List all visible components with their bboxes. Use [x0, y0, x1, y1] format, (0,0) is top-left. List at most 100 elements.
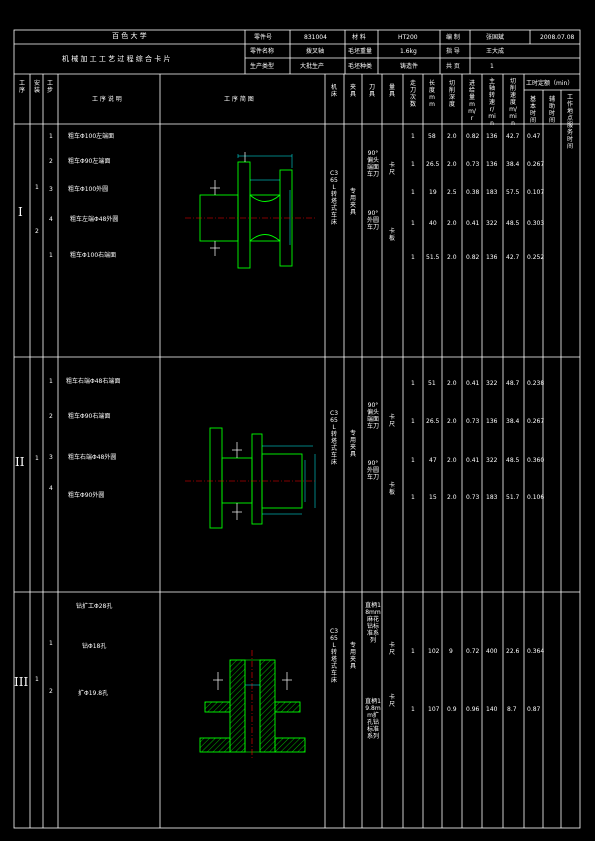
feed: 0.38 [466, 189, 480, 196]
drawn-label: 编 制 [446, 34, 460, 41]
col-other-time: 工作地点服务时间 [566, 94, 573, 150]
col-machine: 机床 [330, 84, 337, 98]
length: 26.5 [426, 161, 440, 168]
col-fixture: 夹具 [349, 84, 356, 98]
step-desc: 粗车Φ100右端面 [70, 252, 117, 259]
depth: 2.0 [447, 133, 457, 140]
step-no: 1 [49, 640, 53, 647]
speed: 400 [486, 648, 498, 655]
passes: 1 [411, 457, 415, 464]
cut-speed: 38.4 [506, 161, 520, 168]
date-value: 2008.07.08 [540, 34, 575, 41]
depth: 2.0 [447, 161, 457, 168]
col-gauge: 量具 [388, 84, 395, 98]
process-number-3: III [14, 675, 29, 689]
depth: 2.0 [447, 380, 457, 387]
gauge-3-b: 卡尺 [388, 694, 395, 708]
feed: 0.82 [466, 133, 480, 140]
base-time: 0.106 [527, 494, 545, 501]
col-install: 安装 [33, 80, 40, 94]
step-no: 2 [49, 413, 53, 420]
feed: 0.41 [466, 380, 480, 387]
step-no: 3 [49, 186, 53, 193]
col-step: 工步 [46, 80, 53, 94]
process-number-2: II [15, 455, 25, 469]
gauge-3-a: 卡尺 [388, 642, 395, 656]
feed: 0.72 [466, 648, 480, 655]
speed: 136 [486, 161, 498, 168]
install-3-1: 1 [35, 676, 39, 683]
step-no: 1 [49, 378, 53, 385]
tool-3-b: 直柄19.8mm扩孔钻标准系列 [365, 698, 381, 740]
col-tool: 刀具 [368, 84, 375, 98]
depth: 0.9 [447, 706, 457, 713]
length: 15 [429, 494, 437, 501]
step-no: 3 [49, 454, 53, 461]
gauge-1-a: 卡尺 [388, 162, 395, 176]
passes: 1 [411, 494, 415, 501]
length: 40 [429, 220, 437, 227]
speed: 322 [486, 380, 498, 387]
length: 102 [428, 648, 440, 655]
blank-weight-value: 1.6kg [400, 48, 417, 55]
cut-speed: 51.7 [506, 494, 520, 501]
passes: 1 [411, 189, 415, 196]
step-desc: 粗车Φ100外圆 [68, 186, 109, 193]
depth: 2.0 [447, 254, 457, 261]
step-desc: 粗车右端Φ48外圆 [68, 454, 117, 461]
speed: 322 [486, 220, 498, 227]
tool-2-a: 90°偏头端面车刀 [366, 402, 379, 430]
material-label: 材 料 [352, 34, 366, 41]
machine-3: C365L转塔式车床 [330, 628, 339, 684]
cut-speed: 38.4 [506, 418, 520, 425]
length: 58 [428, 133, 436, 140]
depth: 2.0 [447, 418, 457, 425]
cut-speed: 48.5 [506, 457, 520, 464]
base-time: 0.360 [527, 457, 545, 464]
length: 107 [428, 706, 440, 713]
gauge-1-b: 卡板 [388, 228, 395, 242]
depth: 2.0 [447, 494, 457, 501]
step-desc: 钻扩工Φ28孔 [76, 603, 113, 610]
part-no-value: 831004 [304, 34, 327, 41]
passes: 1 [411, 380, 415, 387]
step-desc: 扩Φ19.8孔 [78, 690, 109, 697]
material-value: HT200 [398, 34, 418, 41]
speed: 322 [486, 457, 498, 464]
drawn-by-value: 张国斌 [486, 34, 505, 41]
feed: 0.73 [466, 494, 480, 501]
step-desc: 粗车Φ100左端面 [68, 133, 115, 140]
base-time: 0.252 [527, 254, 545, 261]
speed: 136 [486, 133, 498, 140]
tool-3-a: 直柄18mm麻花钻标准系列 [365, 602, 381, 644]
col-description: 工 序 说 明 [92, 96, 122, 103]
depth: 2.0 [447, 457, 457, 464]
feed: 0.41 [466, 220, 480, 227]
base-time: 0.267 [527, 161, 545, 168]
passes: 1 [411, 706, 415, 713]
step-desc: 粗车Φ90右端面 [68, 413, 111, 420]
depth: 2.5 [447, 189, 457, 196]
cut-speed: 48.7 [506, 380, 520, 387]
fixture-1: 专用夹具 [349, 188, 356, 216]
length: 51.5 [426, 254, 440, 261]
step-no: 2 [49, 158, 53, 165]
total-pages-label: 共 页 [446, 63, 460, 70]
col-base-time: 基本时间 [529, 96, 536, 124]
step-no: 1 [49, 133, 53, 140]
passes: 1 [411, 418, 415, 425]
col-time-quota: 工时定额（min） [526, 80, 574, 87]
passes: 1 [411, 254, 415, 261]
depth: 2.0 [447, 220, 457, 227]
speed: 183 [486, 494, 498, 501]
cut-speed: 42.7 [506, 254, 520, 261]
fixture-2: 专用夹具 [349, 430, 356, 458]
base-time: 0.47 [527, 133, 541, 140]
feed: 0.82 [466, 254, 480, 261]
part-sketch-2 [185, 427, 316, 529]
gauge-2-a: 卡尺 [388, 414, 395, 428]
cut-speed: 22.6 [506, 648, 520, 655]
col-depth: 切削深度 [448, 80, 455, 108]
blank-type-label: 毛坯种类 [348, 63, 373, 70]
